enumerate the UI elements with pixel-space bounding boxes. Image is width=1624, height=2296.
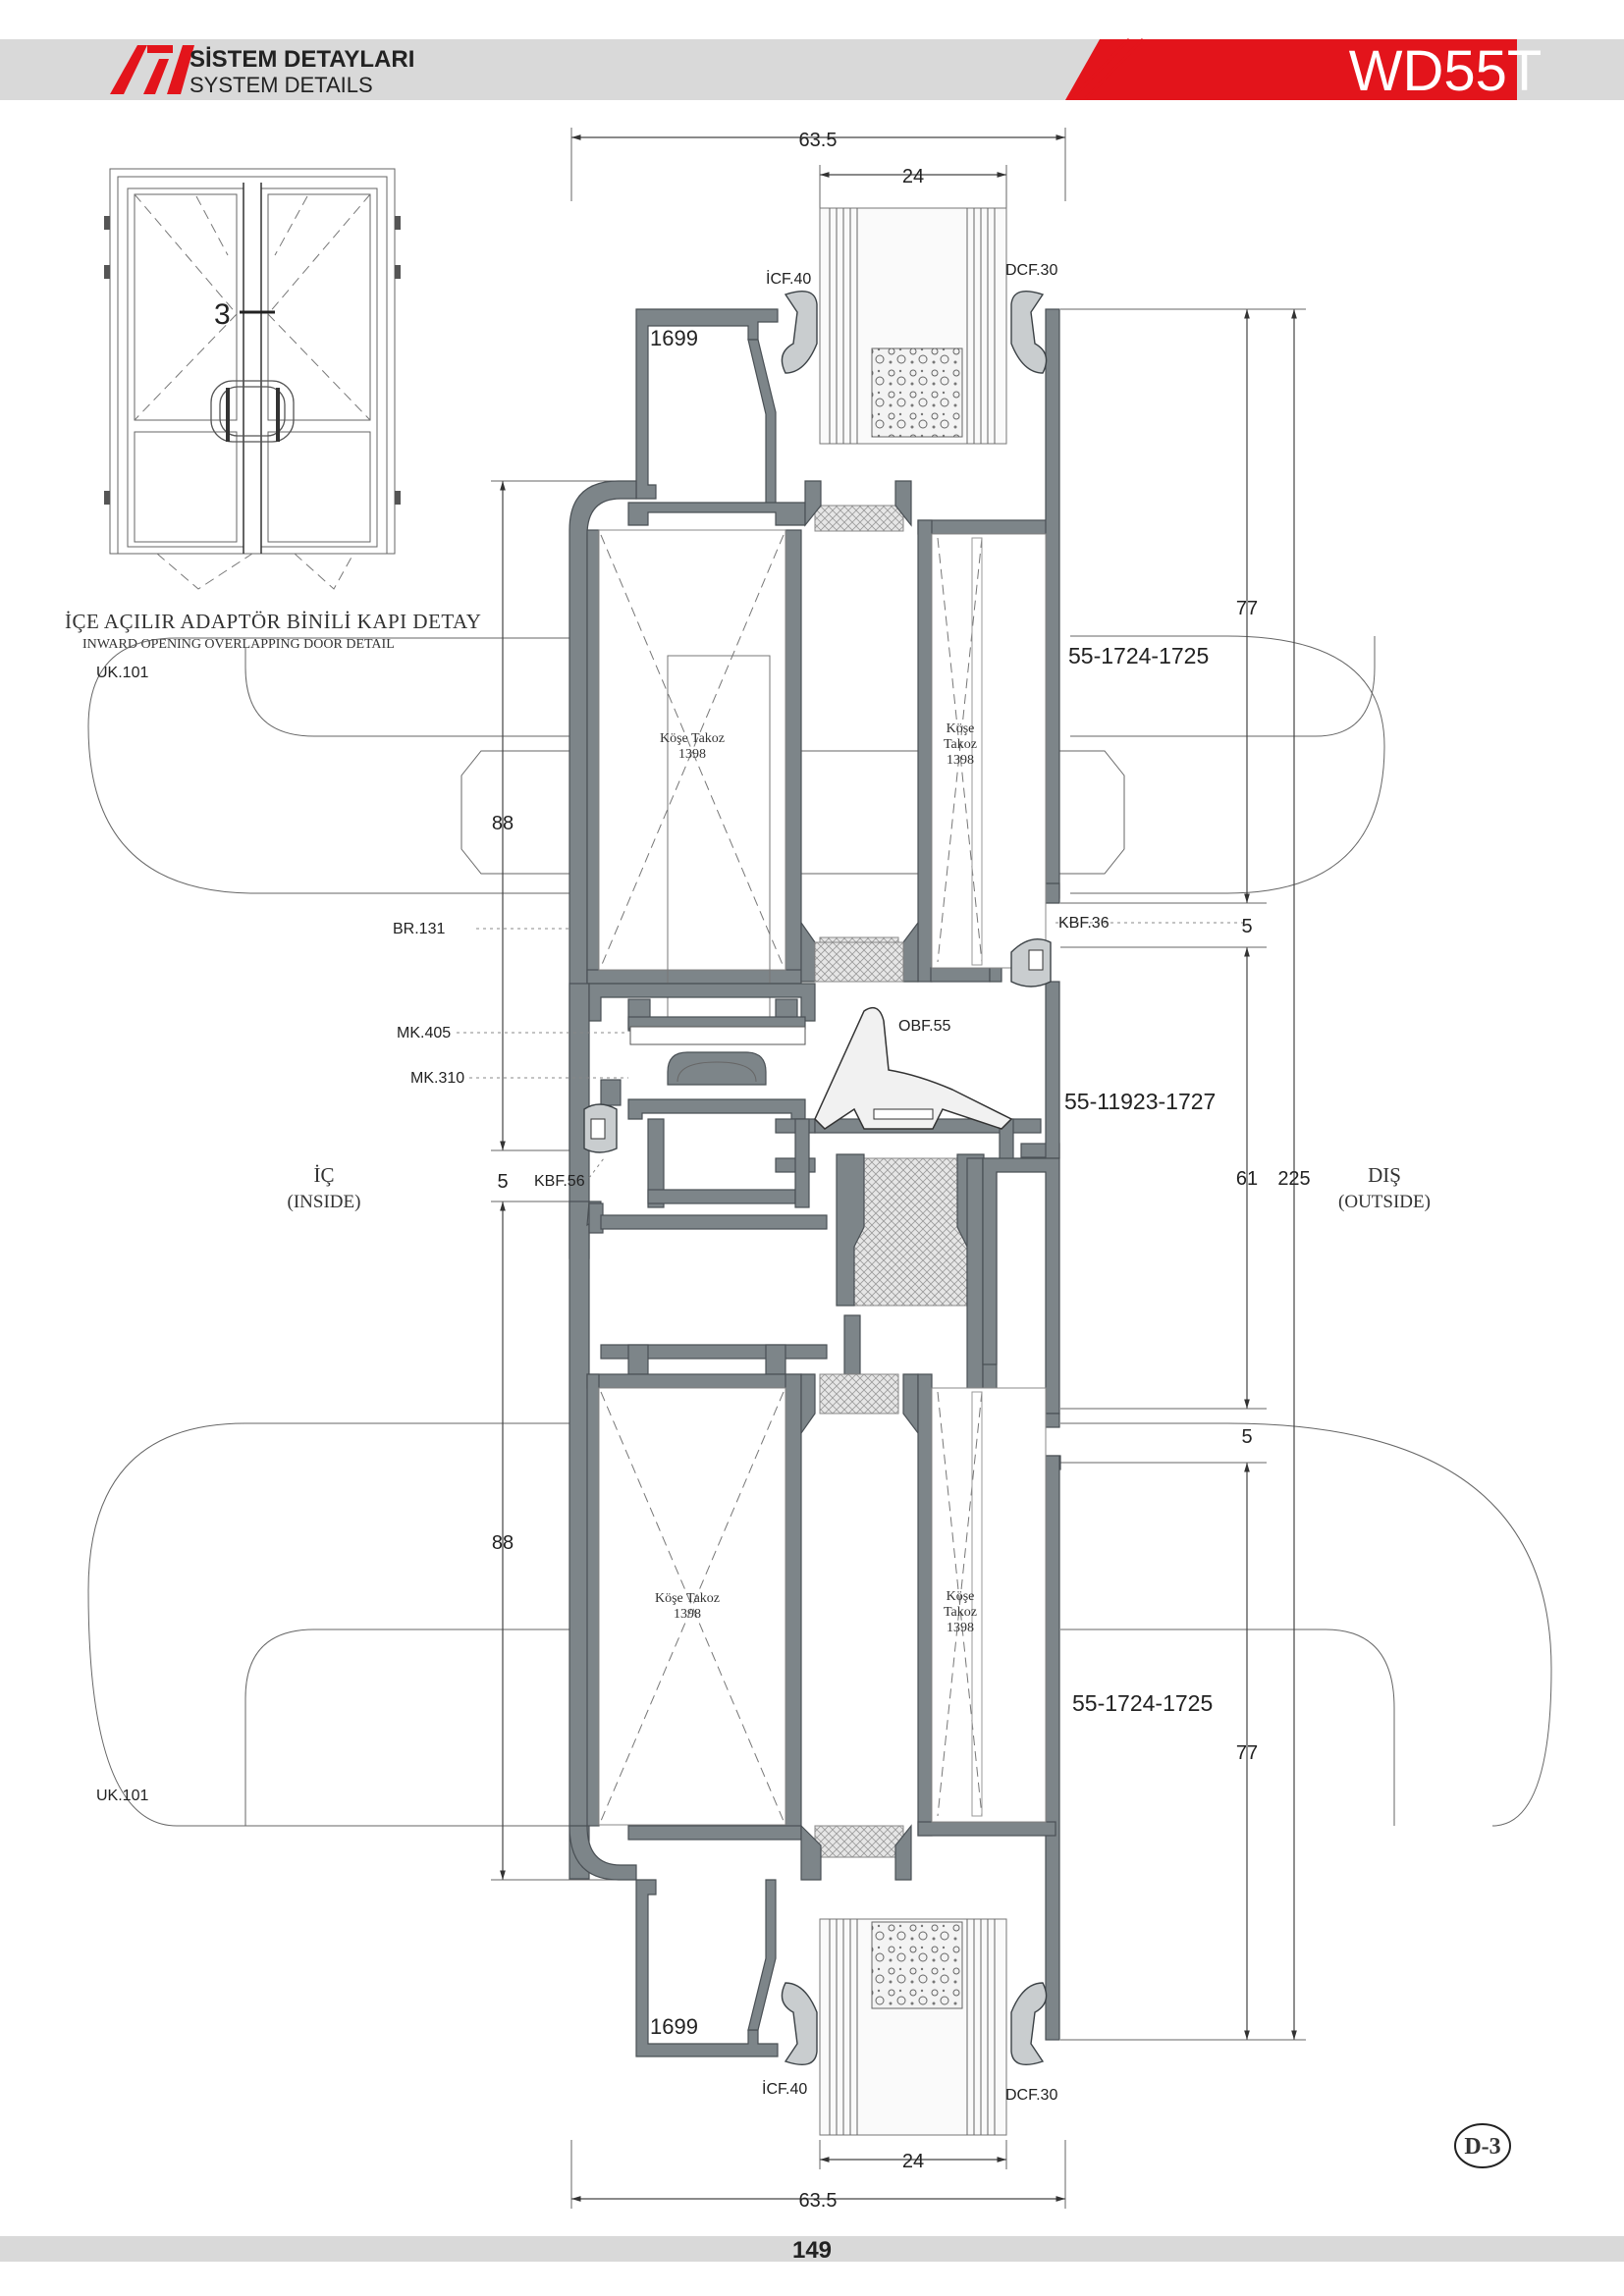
label-outside-tr: DIŞ — [1368, 1163, 1401, 1187]
label-outside-en: (OUTSIDE) — [1338, 1192, 1431, 1212]
page-number: 149 — [792, 2237, 832, 2264]
dim-right-total: 225 — [1277, 1168, 1310, 1190]
brand-logo — [110, 45, 194, 94]
header-stripes — [1070, 37, 1145, 100]
dimension-texts: 63.5 24 63.5 24 77 5 61 225 5 77 88 5 88 — [492, 130, 1311, 2212]
label-profile-top: 1699 — [650, 326, 698, 350]
section-mark: 3 — [214, 298, 231, 331]
dim-left-lower: 88 — [492, 1532, 514, 1554]
leaders — [457, 922, 1247, 1179]
dim-right-gap-lower: 5 — [1241, 1426, 1252, 1448]
header-title-tr: SİSTEM DETAYLARI — [189, 46, 414, 73]
door-thumbnail: 3 İÇE AÇILIR ADAPTÖR BİNİLİ KAPI DETAY I… — [65, 168, 481, 652]
label-profile-bottom: 1699 — [650, 2014, 698, 2039]
dim-left-upper: 88 — [492, 813, 514, 834]
detail-code-circle — [1454, 2123, 1511, 2168]
profile-section — [568, 291, 1061, 2065]
label-mk405: MK.405 — [397, 1025, 451, 1041]
glass-top — [819, 207, 1007, 445]
label-mid-profile: 55-11923-1727 — [1064, 1089, 1216, 1114]
detail-code: D-3 — [1464, 2134, 1500, 2160]
part-labels: İCF.40 DCF.30 1699 55-1724-1725 Köşe Tak… — [96, 262, 1511, 2168]
handle-outlines — [87, 635, 1552, 1827]
dimension-lines — [491, 128, 1306, 2209]
label-uk-upper: UK.101 — [96, 665, 148, 681]
dim-bottom-overall: 63.5 — [799, 2190, 838, 2212]
dim-right-gap-upper: 5 — [1241, 916, 1252, 937]
system-code: WD55T — [1349, 39, 1543, 103]
dim-left-gap: 5 — [497, 1171, 508, 1193]
label-dcf-bottom: DCF.30 — [1005, 2087, 1057, 2104]
label-kbf-right: KBF.36 — [1058, 915, 1110, 932]
label-icf-top: İCF.40 — [766, 269, 811, 288]
dim-bottom-glass: 24 — [902, 2151, 924, 2172]
dim-top-overall: 63.5 — [799, 130, 838, 151]
footer-band — [0, 2236, 1624, 2262]
label-inside-en: (INSIDE) — [288, 1192, 361, 1212]
glass-bottom — [819, 1918, 1007, 2136]
label-icf-bottom: İCF.40 — [762, 2079, 807, 2098]
footer: 149 — [0, 2236, 1624, 2264]
header: SİSTEM DETAYLARI SYSTEM DETAILS WD55T — [0, 37, 1624, 103]
thumbnail-caption-tr: İÇE AÇILIR ADAPTÖR BİNİLİ KAPI DETAY — [65, 610, 481, 633]
label-br: BR.131 — [393, 921, 445, 937]
dim-right-upper: 77 — [1236, 598, 1258, 619]
label-dcf-top: DCF.30 — [1005, 262, 1057, 279]
dim-top-glass: 24 — [902, 166, 924, 187]
dim-right-lower: 77 — [1236, 1742, 1258, 1764]
label-obf: OBF.55 — [898, 1018, 950, 1035]
header-title-en: SYSTEM DETAILS — [189, 73, 373, 97]
label-uk-lower: UK.101 — [96, 1788, 148, 1804]
label-kbf-left: KBF.56 — [534, 1173, 585, 1190]
system-code-box — [1065, 39, 1517, 100]
label-inside-tr: İÇ — [314, 1163, 335, 1187]
label-sash-upper: 55-1724-1725 — [1068, 643, 1209, 668]
label-mk310: MK.310 — [410, 1070, 464, 1087]
dim-right-mid: 61 — [1236, 1168, 1258, 1190]
label-sash-lower: 55-1724-1725 — [1072, 1690, 1213, 1716]
thumbnail-caption-en: INWARD OPENING OVERLAPPING DOOR DETAIL — [82, 637, 395, 652]
